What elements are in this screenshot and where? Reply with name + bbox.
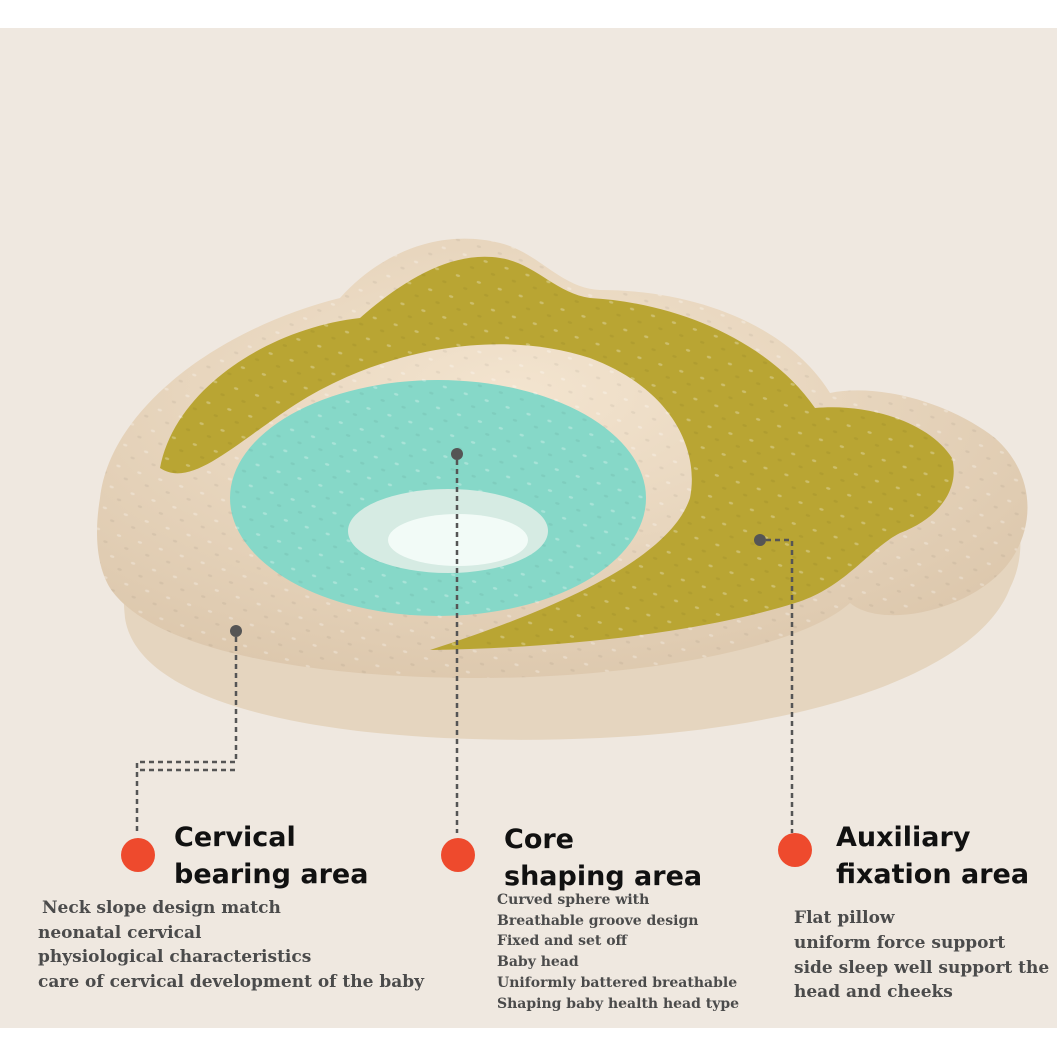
description-line: Shaping baby health head type xyxy=(497,995,740,1012)
description-line: physiological characteristics xyxy=(38,947,312,967)
cervical-description: Neck slope design match neonatal cervica… xyxy=(38,896,424,994)
description-line: care of cervical development of the baby xyxy=(38,971,425,992)
description-line: head and cheeks xyxy=(794,982,953,1003)
core-title: Core shaping area xyxy=(504,821,702,895)
auxiliary-description: Flat pillow uniform force support side s… xyxy=(794,906,1049,1005)
core-title-line-1: Core xyxy=(504,824,574,855)
core-title-line-2: shaping area xyxy=(504,861,703,892)
description-line: side sleep well support the xyxy=(794,957,1050,978)
description-line: Baby head xyxy=(497,954,579,971)
description-line: Fixed and set off xyxy=(497,933,628,950)
description-line: Curved sphere with xyxy=(497,892,650,908)
connector-auxiliary xyxy=(754,534,794,833)
cervical-title-line-2: bearing area xyxy=(174,859,369,890)
connector-cervical xyxy=(135,625,242,831)
pillow-illustration xyxy=(97,238,1028,833)
description-line: Neck slope design match xyxy=(42,898,281,918)
cervical-title: Cervical bearing area xyxy=(174,819,368,893)
auxiliary-title-line-2: fixation area xyxy=(836,859,1030,890)
auxiliary-marker-dot xyxy=(778,833,812,867)
description-line: Uniformly battered breathable xyxy=(497,974,738,991)
cervical-title-line-1: Cervical xyxy=(174,822,296,853)
product-infographic: Cervical bearing area Core shaping area … xyxy=(0,28,1057,1028)
core-hole-highlight xyxy=(388,514,528,566)
core-description: Curved sphere with Breathable groove des… xyxy=(497,890,739,1014)
core-marker-dot xyxy=(441,838,475,872)
connector-core xyxy=(451,448,463,833)
description-line: uniform force support xyxy=(794,932,1006,953)
description-line: Breathable groove design xyxy=(497,912,699,929)
auxiliary-title-line-1: Auxiliary xyxy=(836,822,971,853)
cervical-marker-dot xyxy=(121,838,155,872)
auxiliary-area-texture xyxy=(160,256,954,650)
description-line: neonatal cervical xyxy=(38,922,202,943)
description-line: Flat pillow xyxy=(794,908,895,928)
auxiliary-title: Auxiliary fixation area xyxy=(836,819,1029,893)
